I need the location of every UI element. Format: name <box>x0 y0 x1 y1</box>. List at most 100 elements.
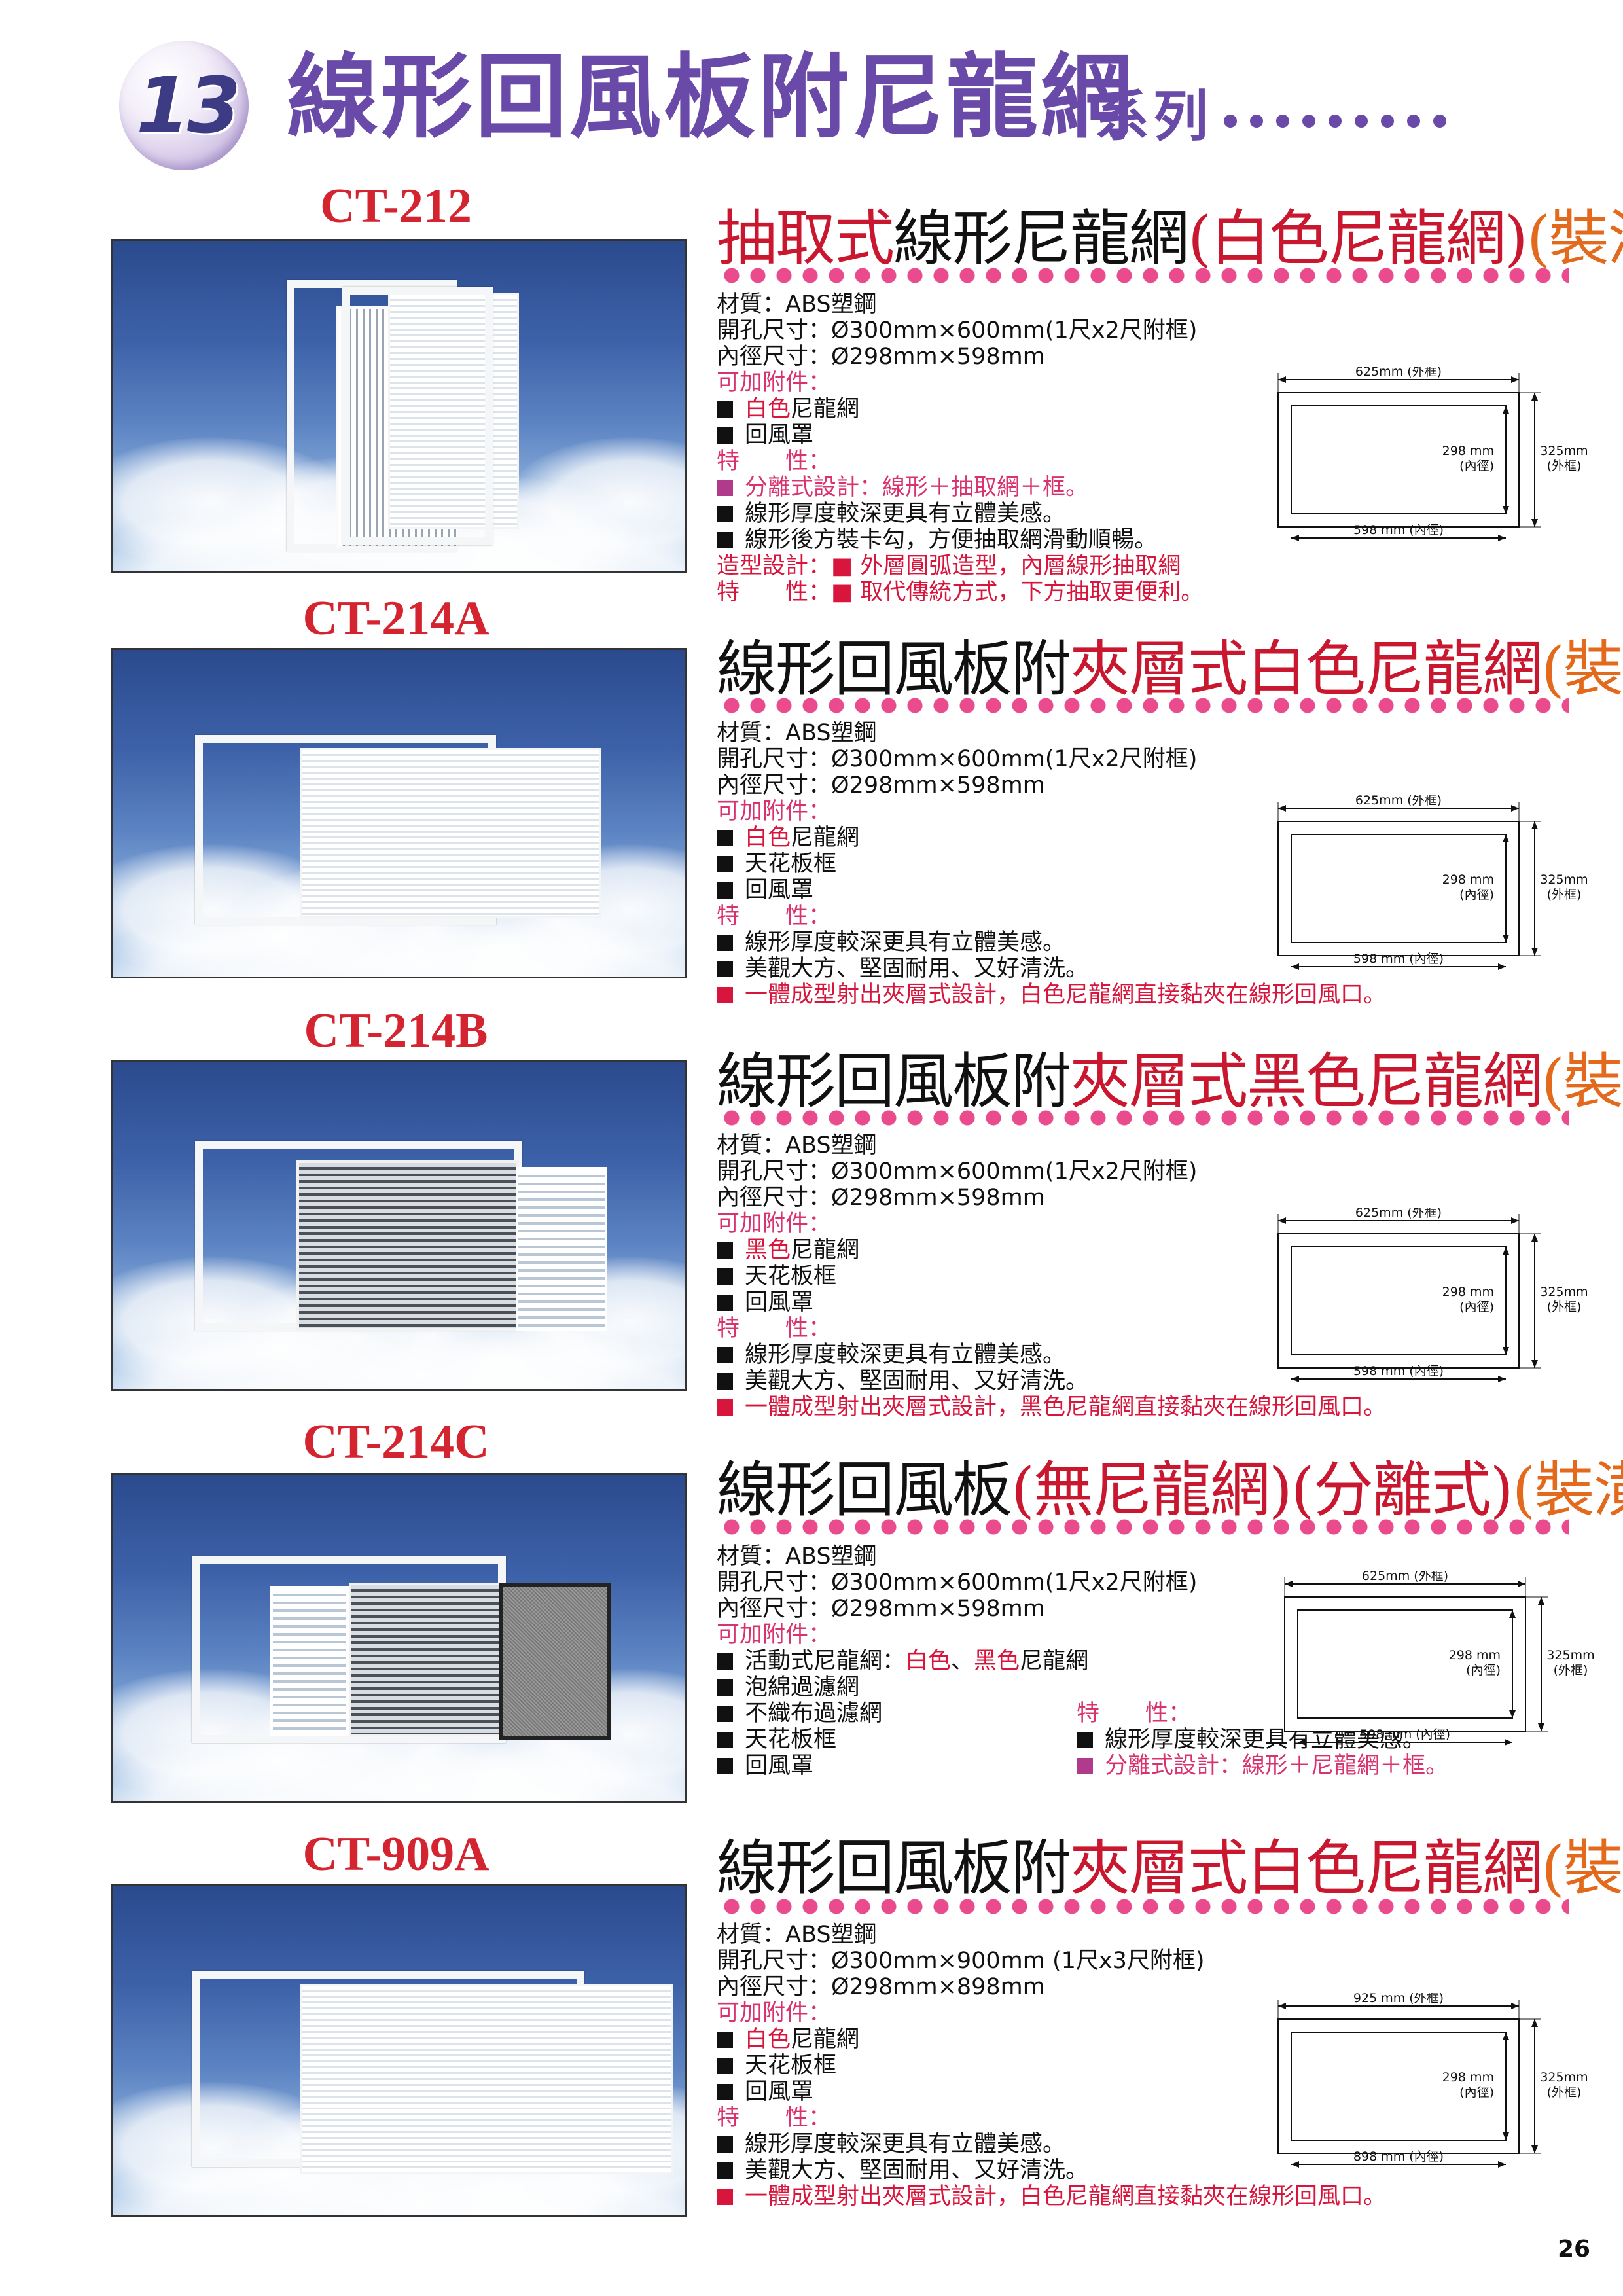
inner-height-note: (內徑) <box>1459 2085 1494 2100</box>
bullet-square <box>717 427 733 444</box>
arrow-head <box>1278 2003 1286 2009</box>
spec-line: 造型設計：■ 外層圓弧造型，內層線形抽取網 <box>717 553 1204 579</box>
spec-line: 材質：ABS塑鋼 <box>717 1132 1386 1158</box>
heading-segment: 線形回風板附 <box>717 1047 1071 1117</box>
heading-segment: (無尼龍網)(分離式) <box>1011 1455 1514 1525</box>
model-label: CT-214C <box>302 1415 490 1469</box>
arrow-head <box>1505 1739 1512 1746</box>
outer-height-label: 325mm <box>1540 2070 1588 2085</box>
inner-height-label: 298 mm <box>1442 2070 1494 2085</box>
heading-segment: 夾層式白色尼龍網 <box>1070 634 1543 704</box>
outer-height-note: (外框) <box>1547 2085 1582 2100</box>
section-number-badge <box>119 41 249 170</box>
bullet-square <box>717 882 733 899</box>
spec-line: 黑色尼龍網 <box>717 1237 1386 1263</box>
heading-segment: 線形尼龍網 <box>893 204 1189 274</box>
title-dot-leader <box>1224 115 1446 128</box>
spec-line: 線形厚度較深更具有立體美感。 <box>717 501 1204 527</box>
model-label: CT-212 <box>320 179 472 233</box>
inner-width-label: 598 mm (內徑) <box>1353 523 1444 537</box>
dimension-drawing: 625mm (外框)298 mm(內徑)325mm(外框)598 mm (內徑) <box>1277 1208 1588 1382</box>
spec-text: 特 性： <box>717 1316 832 1342</box>
bullet-square <box>717 1347 733 1363</box>
spec-text: ■ <box>831 579 853 605</box>
spec-text: 可加附件： <box>717 1211 832 1237</box>
product-photo <box>111 239 687 573</box>
heading-segment: 線形回風板附 <box>717 634 1071 704</box>
inner-height-note: (內徑) <box>1466 1663 1501 1677</box>
spec-line: 一體成型射出夾層式設計，白色尼龍網直接黏夾在線形回風口。 <box>717 2183 1386 2210</box>
product-heading: 線形回風板附夾層式黑色尼龍網(裝潢用) <box>717 1046 1623 1118</box>
spec-text: 白色 <box>745 825 791 851</box>
inner-height-note: (內徑) <box>1459 888 1494 902</box>
dimension-drawing: 625mm (外框)298 mm(內徑)325mm(外框)598 mm (內徑) <box>1277 795 1588 970</box>
page-title: 線形回風板附尼龍網 <box>287 45 1135 151</box>
dotted-divider <box>719 1898 1569 1915</box>
heading-segment: (裝潢用) <box>1541 634 1623 704</box>
spec-line: 開孔尺寸：Ø300mm×600mm(1尺x2尺附框) <box>717 317 1204 344</box>
bullet-square <box>717 1295 733 1311</box>
inner-height-label: 298 mm <box>1442 444 1494 458</box>
outer-width-label: 925 mm (外框) <box>1353 1993 1444 2005</box>
outer-height-label: 325mm <box>1540 872 1588 887</box>
spec-line: 開孔尺寸：Ø300mm×600mm(1尺x2尺附框) <box>717 746 1386 772</box>
inner-opening-outline <box>1291 2032 1507 2141</box>
arrow-head <box>1531 2145 1538 2153</box>
spec-list: 材質：ABS塑鋼開孔尺寸：Ø300mm×600mm(1尺x2尺附框)內徑尺寸：Ø… <box>717 1543 1197 1779</box>
spec-line: 開孔尺寸：Ø300mm×600mm(1尺x2尺附框) <box>717 1158 1386 1185</box>
spec-text: 開孔尺寸：Ø300mm×600mm(1尺x2尺附框) <box>717 1158 1198 1185</box>
nylon-filter-panel <box>300 1984 673 2174</box>
spec-line: 一體成型射出夾層式設計，黑色尼龍網直接黏夾在線形回風口。 <box>717 1394 1386 1420</box>
spec-list: 材質：ABS塑鋼開孔尺寸：Ø300mm×600mm(1尺x2尺附框)內徑尺寸：Ø… <box>717 720 1386 1008</box>
arrow-head <box>1291 963 1299 970</box>
spec-text: 造型設計： <box>717 553 832 579</box>
inner-height-label: 298 mm <box>1449 1648 1501 1662</box>
spec-line: 回風罩 <box>717 877 1386 903</box>
bullet-square <box>717 987 733 1003</box>
bullet-square <box>717 401 733 418</box>
inner-width-label: 598 mm (內徑) <box>1353 1364 1444 1378</box>
spec-line: 內徑尺寸：Ø298mm×598mm <box>717 1185 1386 1211</box>
arrow-head <box>1511 805 1519 812</box>
arrow-head <box>1291 1376 1299 1382</box>
bullet-square <box>1077 1732 1093 1748</box>
product-heading: 抽取式線形尼龍網(白色尼龍網)(裝潢用) <box>717 203 1623 275</box>
page-number: 26 <box>1558 2236 1591 2263</box>
spec-line: 特 性：■ 取代傳統方式，下方抽取更便利。 <box>717 579 1204 605</box>
arrow-head <box>1278 376 1286 383</box>
spec-text: 黑色 <box>745 1237 791 1263</box>
feature-line: 分離式設計：線形＋尼龍網＋框。 <box>1077 1753 1448 1779</box>
outer-width-label: 625mm (外框) <box>1362 1571 1448 1583</box>
arrow-head <box>1503 2132 1509 2140</box>
arrow-head <box>1503 935 1509 942</box>
spec-line: 回風罩 <box>717 1753 1197 1779</box>
heading-segment: (裝潢用) <box>1541 1833 1623 1903</box>
spec-text: 內徑尺寸：Ø298mm×598mm <box>717 344 1045 370</box>
spec-line: 開孔尺寸：Ø300mm×600mm(1尺x2尺附框) <box>717 1570 1197 1596</box>
bullet-square <box>717 1758 733 1774</box>
spec-text: 材質：ABS塑鋼 <box>717 1922 877 1948</box>
heading-segment: 夾層式黑色尼龍網 <box>1070 1047 1543 1117</box>
nylon-filter-panel <box>300 748 601 918</box>
arrow-head <box>1531 821 1538 829</box>
heading-segment: 線形回風板 <box>717 1455 1012 1525</box>
arrow-head <box>1503 1247 1509 1255</box>
spec-text: 白色 <box>745 2026 791 2053</box>
model-label: CT-214A <box>302 592 490 645</box>
spec-line: 線形後方裝卡勾，方便抽取網滑動順暢。 <box>717 527 1204 553</box>
arrow-head <box>1503 834 1509 842</box>
black-nylon-panel <box>349 1583 506 1736</box>
spec-text: 線形厚度較深更具有立體美感。 <box>745 2131 1066 2157</box>
inner-opening-outline <box>1291 1246 1507 1355</box>
spec-line: 特 性： <box>717 2105 1386 2131</box>
spec-text: 一體成型射出夾層式設計，白色尼龍網直接黏夾在線形回風口。 <box>745 2183 1387 2210</box>
spec-line: 美觀大方、堅固耐用、又好清洗。 <box>717 956 1386 982</box>
spec-line: 特 性： <box>717 1316 1386 1342</box>
arrow-head <box>1531 1234 1538 1242</box>
bullet-square <box>1077 1758 1093 1774</box>
heading-segment: (裝潢用) <box>1526 204 1623 274</box>
spec-text: 材質：ABS塑鋼 <box>717 1132 877 1158</box>
spec-text: 、 <box>951 1648 974 1674</box>
spec-text: 開孔尺寸：Ø300mm×900mm (1尺x3尺附框) <box>717 1948 1205 1974</box>
outer-height-note: (外框) <box>1554 1663 1588 1677</box>
